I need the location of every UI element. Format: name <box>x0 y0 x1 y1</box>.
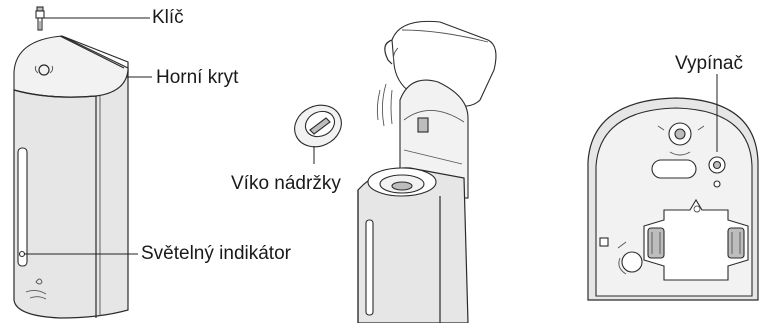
dispenser-front-figure <box>14 7 152 318</box>
filling-figure <box>358 21 496 323</box>
back-slot <box>652 160 696 178</box>
key-label: Klíč <box>152 8 184 27</box>
top-cover-label: Horní kryt <box>156 68 238 87</box>
tank-lid-label: Víko nádržky <box>231 174 341 193</box>
back-panel-figure <box>588 74 758 300</box>
light-indicator-label: Světelný indikátor <box>141 244 291 263</box>
key-icon <box>36 7 44 30</box>
dispenser-body <box>14 70 128 318</box>
level-window <box>18 148 27 266</box>
power-switch-label: Vypínač <box>675 54 743 73</box>
light-indicator-dot <box>20 252 25 257</box>
top-cover <box>14 36 128 97</box>
tank-lid-figure <box>288 98 348 164</box>
